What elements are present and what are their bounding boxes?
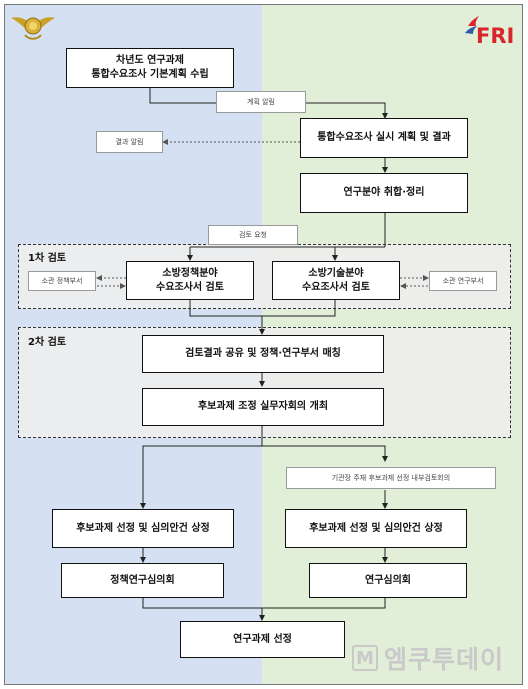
- plan-box: 차년도 연구과제 통합수요조사 기본계획 수립: [66, 48, 234, 88]
- select-right-box: 후보과제 선정 및 심의안건 상정: [285, 509, 467, 548]
- internal-meeting-note: 기관장 주재 후보과제 선정 내부검토회의: [286, 467, 496, 489]
- edge-meeting-right: [262, 445, 388, 462]
- survey-box: 통합수요조사 실시 계획 및 결과: [300, 118, 468, 158]
- watermark-text: 엠쿠투데이: [384, 645, 505, 674]
- fri-logo-icon: FRI: [462, 12, 516, 48]
- review-request-note: 검토 요청: [208, 225, 298, 245]
- tech-review-box: 소방기술분야 수요조사서 검토: [272, 261, 400, 300]
- meeting-box: 후보과제 조정 실무자회의 개최: [142, 388, 384, 426]
- policy-dept-note: 소관 정책부서: [28, 271, 96, 291]
- result-notice-note: 결과 알림: [96, 131, 163, 153]
- emblem-icon: [10, 10, 56, 42]
- collect-box: 연구분야 취합·정리: [300, 173, 468, 213]
- final-box: 연구과제 선정: [180, 621, 345, 658]
- plan-notice-note: 계획 알림: [216, 91, 306, 113]
- second-review-title: 2차 검토: [28, 337, 67, 348]
- policy-review-box: 소방정책분야 수요조사서 검토: [126, 261, 254, 300]
- fri-logo-text: FRI: [476, 24, 514, 48]
- edge-reviews-merge: [189, 300, 336, 334]
- watermark-icon: M: [352, 645, 378, 671]
- select-left-box: 후보과제 선정 및 심의안건 상정: [52, 509, 234, 548]
- edge-councils-final: [142, 598, 386, 620]
- edge-collect-policy: [190, 213, 386, 260]
- edge-meeting-split: [140, 426, 263, 509]
- outer-frame: [4, 4, 523, 685]
- watermark: M 엠쿠투데이: [352, 640, 517, 676]
- share-box: 검토결과 공유 및 정책·연구부서 매칭: [142, 335, 384, 373]
- research-dept-note: 소관 연구부서: [429, 271, 497, 291]
- policy-council-box: 정책연구심의회: [61, 563, 224, 598]
- first-review-title: 1차 검토: [28, 253, 67, 264]
- research-council-box: 연구심의회: [309, 563, 467, 598]
